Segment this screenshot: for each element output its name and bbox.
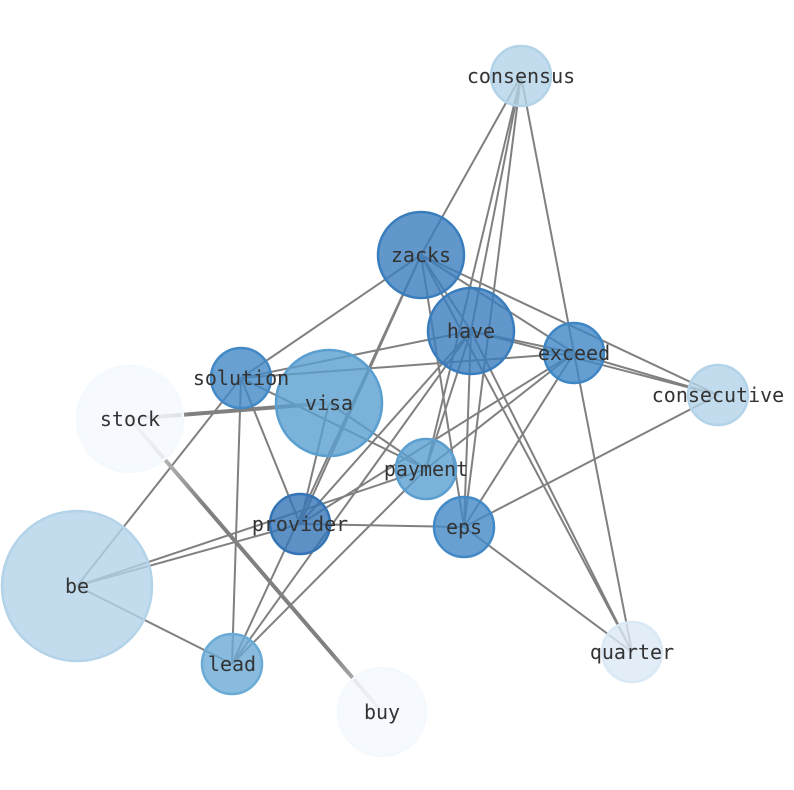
- node-be[interactable]: [0, 509, 154, 663]
- node-solution[interactable]: [209, 346, 273, 410]
- edge-exceed-payment: [425, 352, 575, 470]
- node-label-buy: buy: [364, 700, 400, 724]
- node-label-consecutive: consecutive: [652, 383, 784, 407]
- node-lead[interactable]: [200, 632, 264, 696]
- node-label-provider: provider: [252, 512, 348, 536]
- node-provider[interactable]: [268, 492, 332, 556]
- node-label-solution: solution: [193, 366, 289, 390]
- node-have[interactable]: [426, 286, 516, 376]
- edge-eps-consecutive: [463, 394, 719, 528]
- node-label-exceed: exceed: [538, 341, 610, 365]
- node-visa[interactable]: [274, 348, 384, 458]
- node-payment[interactable]: [394, 437, 458, 501]
- edge-consensus-exceed: [520, 75, 575, 354]
- node-label-eps: eps: [446, 515, 482, 539]
- node-label-lead: lead: [208, 652, 256, 676]
- node-exceed[interactable]: [542, 321, 606, 385]
- node-eps[interactable]: [432, 495, 496, 559]
- edge-zacks-eps: [420, 254, 465, 528]
- node-label-quarter: quarter: [590, 640, 674, 664]
- node-label-have: have: [447, 319, 495, 343]
- node-quarter[interactable]: [600, 620, 664, 684]
- node-label-consensus: consensus: [467, 64, 575, 88]
- node-consensus[interactable]: [489, 44, 553, 108]
- edge-exceed-eps: [463, 352, 575, 528]
- edge-exceed-quarter: [573, 352, 633, 653]
- node-label-be: be: [65, 574, 89, 598]
- edge-solution-lead: [231, 377, 242, 665]
- strong-edge-stock-buy: [128, 417, 384, 714]
- node-buy[interactable]: [336, 666, 428, 758]
- node-zacks[interactable]: [376, 210, 466, 300]
- node-label-payment: payment: [384, 457, 468, 481]
- edge-have-quarter: [470, 330, 633, 653]
- edge-consensus-payment: [425, 75, 522, 470]
- edge-eps-quarter: [463, 526, 633, 653]
- node-label-stock: stock: [100, 407, 160, 431]
- edge-have-lead: [231, 330, 472, 665]
- node-stock[interactable]: [75, 364, 185, 474]
- edge-payment-lead: [231, 468, 427, 665]
- node-consecutive[interactable]: [686, 363, 750, 427]
- node-label-visa: visa: [305, 391, 353, 415]
- node-label-zacks: zacks: [391, 243, 451, 267]
